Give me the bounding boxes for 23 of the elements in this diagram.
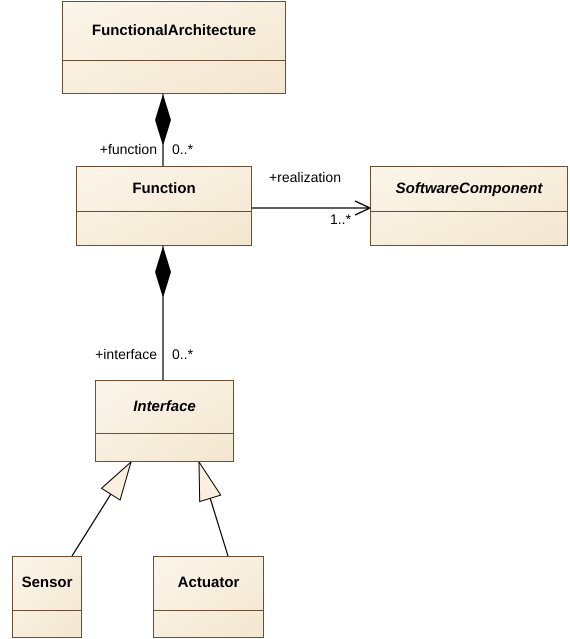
class-name: Sensor [22, 573, 72, 594]
class-name: SoftwareComponent [396, 178, 542, 199]
composition-line [155, 246, 171, 380]
role-name: +realization [269, 170, 341, 184]
class-box [76, 166, 252, 246]
multiplicity-label: 1..* [330, 212, 352, 226]
multiplicity-label: 0..* [172, 347, 194, 361]
class-box [153, 556, 264, 638]
class-box [62, 1, 286, 94]
generalization-arrow [198, 462, 229, 556]
class-name: FunctionalArchitecture [92, 20, 256, 41]
class-name: Actuator [178, 573, 240, 594]
class-name: Function [132, 178, 196, 199]
multiplicity-label: 0..* [172, 142, 194, 156]
association-arrow [252, 200, 371, 216]
composition-line [155, 94, 171, 166]
class-box [95, 380, 234, 462]
class-box [370, 166, 568, 246]
role-name: +function [100, 142, 157, 156]
class-name: Interface [133, 396, 196, 417]
class-box [12, 556, 82, 638]
role-name: +interface [95, 347, 157, 361]
generalization-arrow [72, 462, 132, 556]
